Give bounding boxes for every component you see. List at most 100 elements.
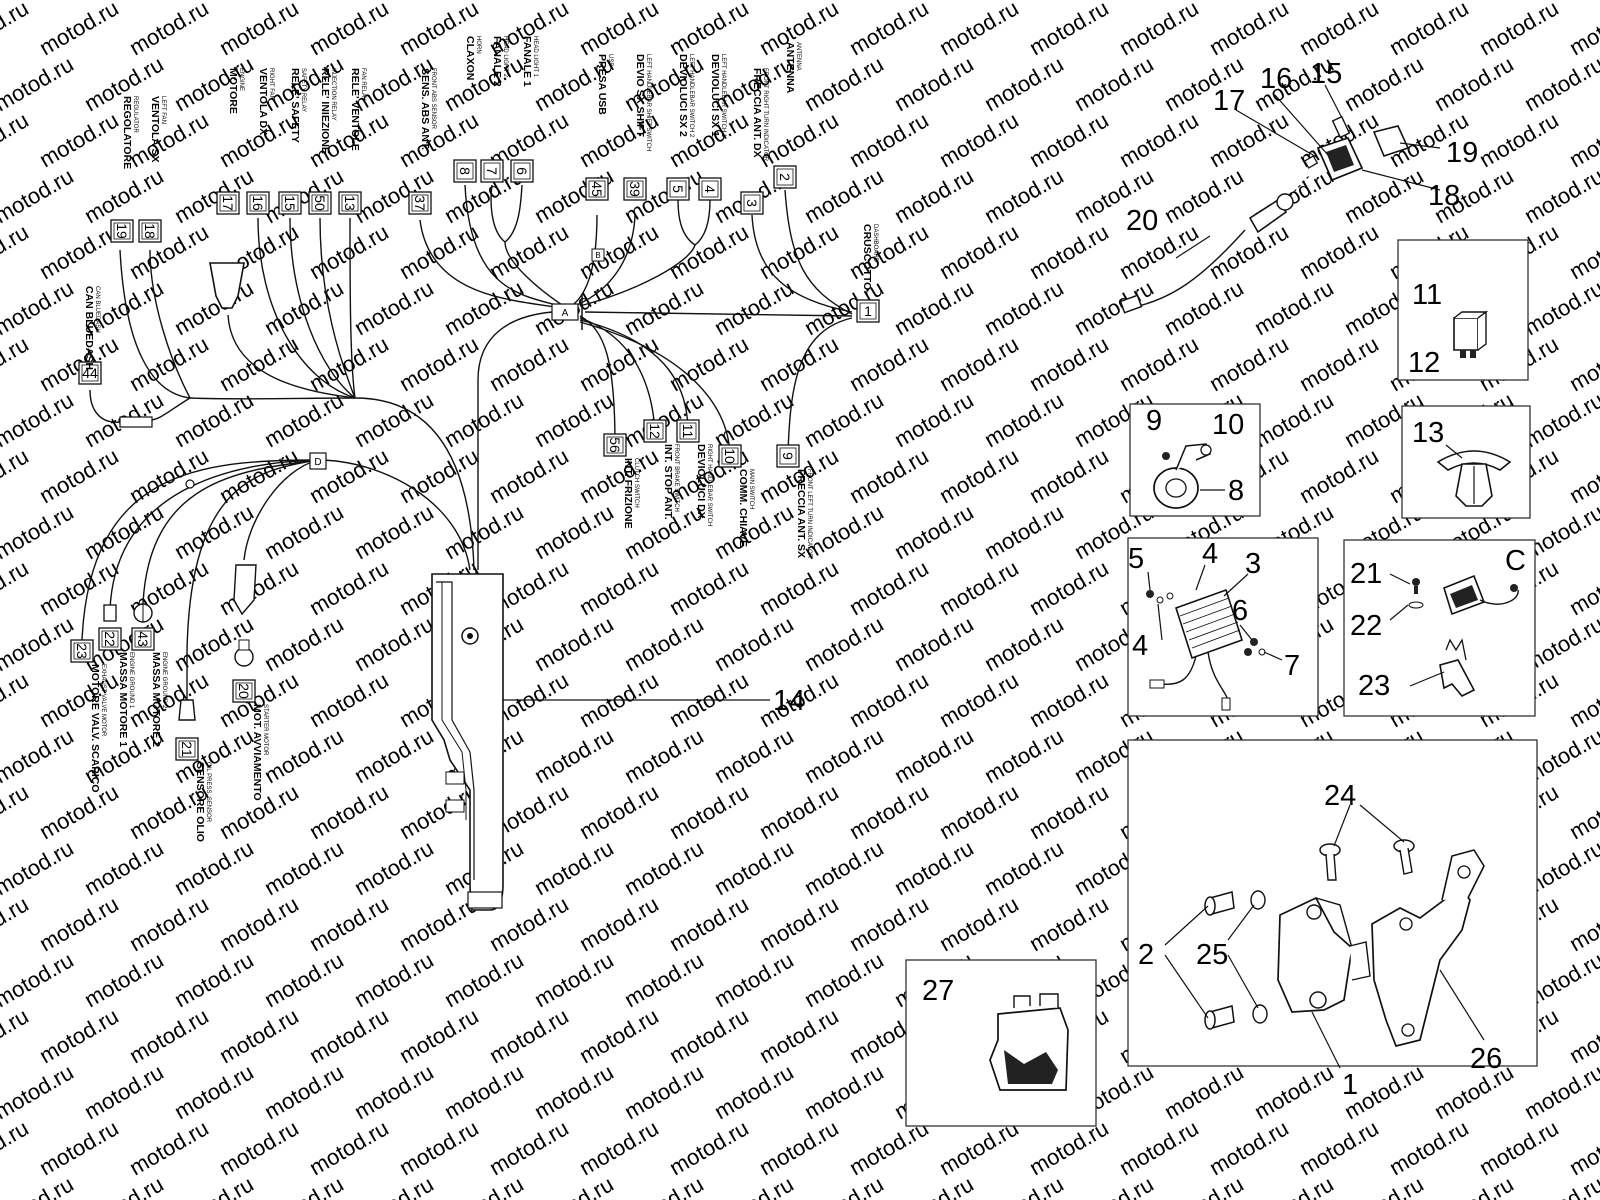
- watermark-text: motod.ru: [800, 947, 888, 1012]
- watermark-text: motod.ru: [485, 219, 573, 284]
- watermark-text: motod.ru: [215, 0, 303, 60]
- watermark-text: motod.ru: [665, 219, 753, 284]
- bolt-icons: [1204, 839, 1415, 1030]
- watermark-text: motod.ru: [305, 1115, 393, 1180]
- connector-label: VENTOLA DX: [257, 68, 269, 135]
- watermark-text: motod.ru: [575, 1115, 663, 1180]
- watermark-text: motod.ru: [215, 1115, 303, 1180]
- watermark-text: motod.ru: [620, 723, 708, 788]
- watermark-text: motod.ru: [350, 611, 438, 676]
- watermark-text: motod.ru: [755, 779, 843, 844]
- watermark-text: motod.ru: [980, 163, 1068, 228]
- watermark-text: motod.ru: [1340, 0, 1428, 4]
- watermark-text: motod.ru: [1160, 163, 1248, 228]
- connector-label: COMM. CHIAVE: [737, 469, 749, 547]
- connector-number: 4: [702, 185, 718, 193]
- watermark-text: motod.ru: [1475, 107, 1563, 172]
- watermark-text: motod.ru: [395, 1115, 483, 1180]
- connector-number: 50: [312, 195, 328, 211]
- watermark-text: motod.ru: [890, 163, 978, 228]
- watermark-text: motod.ru: [440, 499, 528, 564]
- connector-label: INT. STOP ANT.: [662, 444, 674, 520]
- callout-20: 20: [1126, 205, 1158, 237]
- watermark-text: motod.ru: [665, 0, 753, 60]
- connector-sublabel: LEFT HANDLEBAR SWITCH 1: [720, 54, 726, 138]
- connector-label: RELE' SAFETY: [289, 68, 301, 143]
- connector-number: 17: [220, 195, 236, 211]
- callout-22: 22: [1350, 610, 1382, 642]
- watermark-text: motod.ru: [305, 1003, 393, 1068]
- watermark-text: motod.ru: [305, 779, 393, 844]
- watermark-text: motod.ru: [0, 387, 78, 452]
- connector-number: 18: [142, 223, 158, 239]
- watermark-text: motod.ru: [170, 1171, 258, 1200]
- watermark-text: motod.ru: [575, 219, 663, 284]
- watermark-text: motod.ru: [710, 611, 798, 676]
- watermark-text: motod.ru: [80, 0, 168, 4]
- connector-number: 23: [74, 643, 90, 659]
- watermark-text: motod.ru: [575, 0, 663, 60]
- connector-label: CRUSCOTTO: [861, 224, 873, 290]
- watermark-text: motod.ru: [350, 947, 438, 1012]
- watermark-text: motod.ru: [350, 0, 438, 4]
- watermark-text: motod.ru: [305, 219, 393, 284]
- watermark-text: motod.ru: [1250, 1171, 1338, 1200]
- watermark-text: motod.ru: [1520, 163, 1600, 228]
- watermark-text: motod.ru: [1070, 51, 1158, 116]
- watermark-text: motod.ru: [125, 331, 213, 396]
- watermark-text: motod.ru: [710, 1059, 798, 1124]
- connector-number: 16: [250, 195, 266, 211]
- watermark-text: motod.ru: [125, 1115, 213, 1180]
- connector-sublabel: STARTER MOTOR: [262, 704, 268, 756]
- connector-label: MASSA MOTORE 1: [117, 652, 129, 747]
- watermark-text: motod.ru: [710, 0, 798, 4]
- regulator-icon: [1146, 588, 1266, 711]
- horn-icon: [1153, 443, 1212, 509]
- watermark-text: motod.ru: [665, 891, 753, 956]
- callout-12: 12: [1408, 347, 1440, 379]
- connector-box: [308, 191, 332, 215]
- watermark-text: motod.ru: [755, 1003, 843, 1068]
- watermark-text: motod.ru: [1250, 275, 1338, 340]
- connector-box: [138, 219, 162, 243]
- watermark-text: motod.ru: [485, 1003, 573, 1068]
- callout-13: 13: [1412, 417, 1444, 449]
- watermark-text: motod.ru: [260, 387, 348, 452]
- connector-box: [603, 433, 627, 457]
- connector-label: MOT. AVVIAMENTO: [251, 704, 263, 801]
- watermark-text: motod.ru: [1520, 275, 1600, 340]
- watermark-text: motod.ru: [935, 107, 1023, 172]
- watermark-text: motod.ru: [530, 835, 618, 900]
- watermark-text: motod.ru: [710, 1171, 798, 1200]
- connector-box: [666, 177, 690, 201]
- watermark-text: motod.ru: [845, 443, 933, 508]
- watermark-text: motod.ru: [0, 723, 78, 788]
- callout-18: 18: [1428, 180, 1460, 212]
- callout-19: 19: [1446, 137, 1478, 169]
- connector-label: FRECCIA ANT. SX: [795, 469, 807, 558]
- connector-label: FRECCIA ANT. DX: [751, 68, 763, 158]
- watermark-text: motod.ru: [620, 947, 708, 1012]
- watermark-text: motod.ru: [890, 499, 978, 564]
- connector-box: [78, 361, 102, 385]
- watermark-text: motod.ru: [665, 779, 753, 844]
- connector-box: [131, 627, 155, 651]
- connector-number: 20: [236, 683, 252, 699]
- watermark-text: motod.ru: [350, 499, 438, 564]
- connector-number: 10: [722, 448, 738, 464]
- watermark-text: motod.ru: [755, 219, 843, 284]
- watermark-text: motod.ru: [0, 1059, 78, 1124]
- connector-label: SENSORE OLIO: [194, 762, 206, 842]
- connector-box: [698, 177, 722, 201]
- watermark-text: motod.ru: [755, 891, 843, 956]
- connector-number: 22: [102, 631, 118, 647]
- watermark-text: motod.ru: [800, 723, 888, 788]
- connector-box: [175, 737, 199, 761]
- connector-sublabel: LEFT HANDLEBAR SWITCH 2: [688, 54, 694, 138]
